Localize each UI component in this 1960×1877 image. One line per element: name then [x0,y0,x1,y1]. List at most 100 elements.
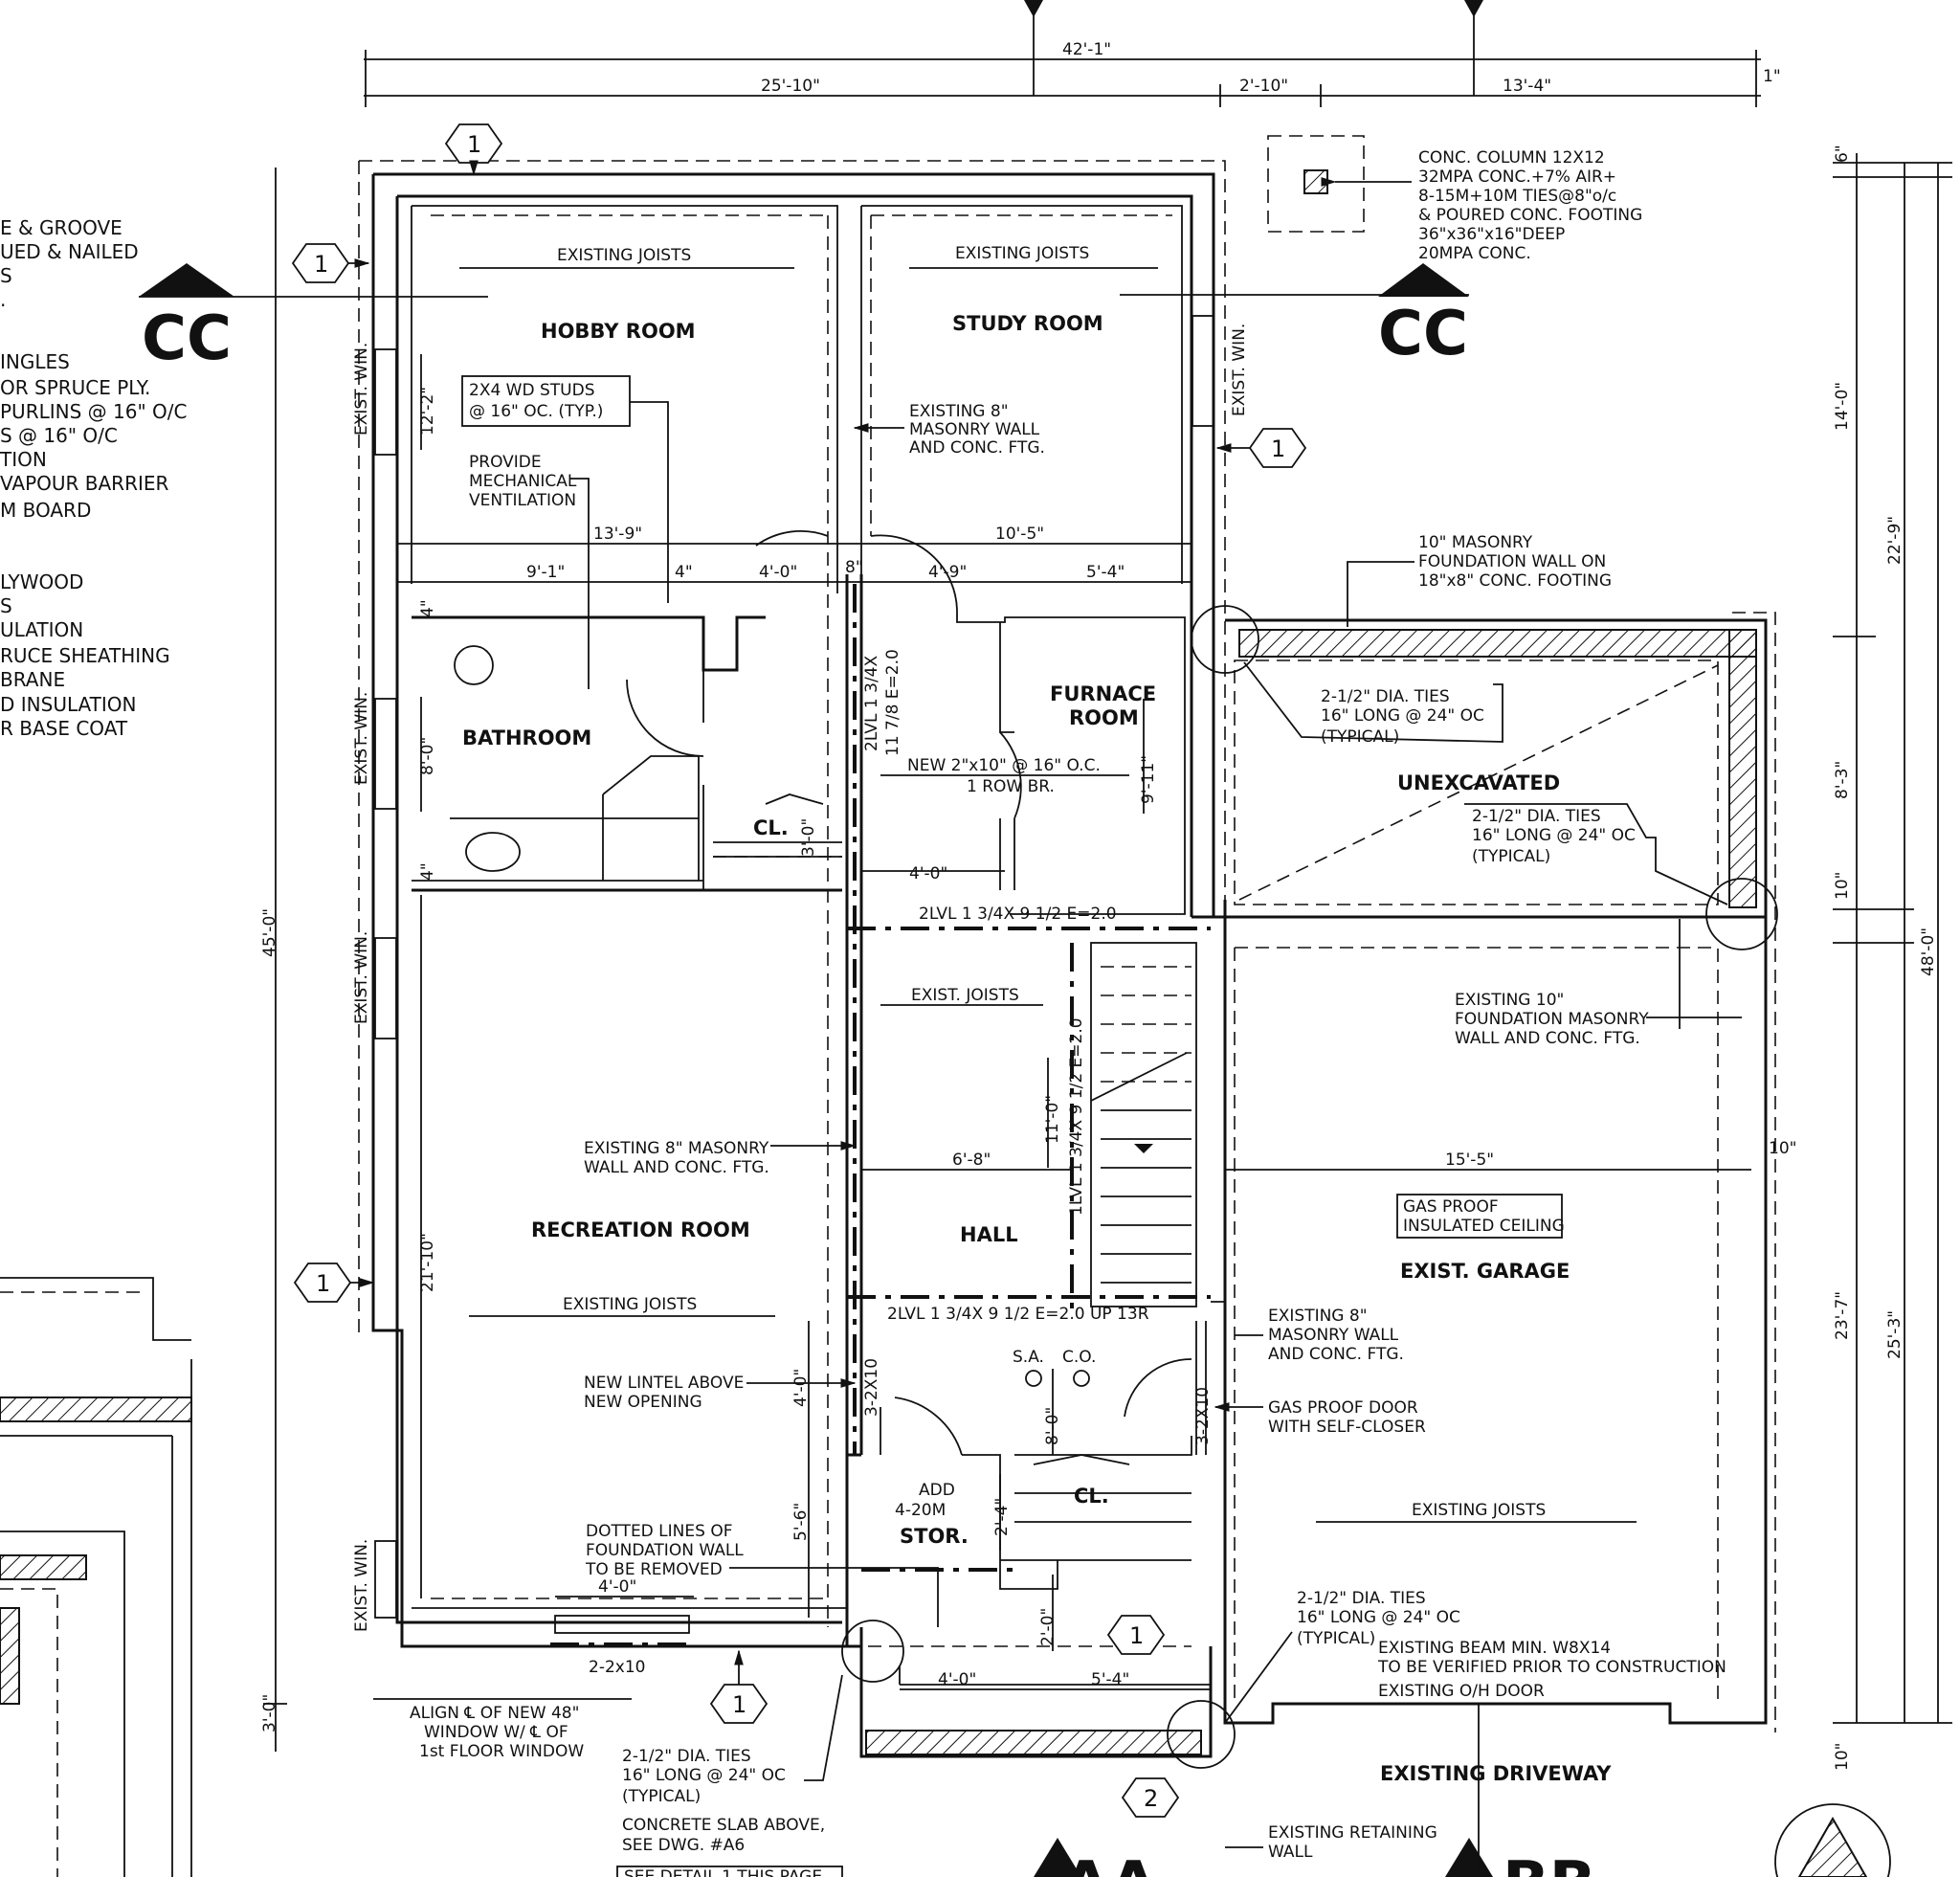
dim-label: 13'-9" [593,525,642,544]
note-text: S.A. [1013,1348,1044,1367]
section-marker-cc-left: CC [139,263,488,374]
partial-legend: E & GROOVE UED & NAILED S . INGLES OR SP… [0,216,187,740]
note-text: C.O. [1062,1348,1096,1367]
note-text: 1 ROW BR. [967,777,1055,796]
detail-tag: 2 [1121,1777,1180,1818]
tag-number: 2 [1144,1785,1158,1812]
note-text: CONCRETE SLAB ABOVE, [622,1816,825,1835]
dim-top-left: 25'-10" [761,77,820,96]
note-text: NEW 2"x10" @ 16" O.C. [907,756,1101,775]
note-text: 1st FLOOR WINDOW [419,1742,584,1761]
note-text: TO BE REMOVED [585,1560,723,1579]
legend-line: E & GROOVE [0,216,122,239]
dim-label: 4'-9" [928,563,967,582]
note-text: @ 16" OC. (TYP.) [469,402,603,421]
note-text: 32MPA CONC.+7% AIR+ [1418,168,1616,187]
note-text: (TYPICAL) [1472,847,1550,866]
note-text: 2-1/2" DIA. TIES [1297,1589,1426,1608]
note-text: 2-2x10 [589,1658,645,1677]
legend-line: RUCE SHEATHING [0,644,170,667]
interior-dimensions [263,153,1952,1752]
note-text: EXIST. WIN. [1230,324,1249,416]
note-text: 2LVL 1 3/4X 9 1/2 E=2.0 [919,905,1117,924]
dim-label: 14'-0" [1833,382,1852,431]
note-text: 2X4 WD STUDS [469,381,594,400]
room-hall: HALL [960,1223,1018,1246]
dimension-labels: 13'-9" 9'-1" 4" 4'-0" 8" 10'-5" 4'-9" 5'… [260,145,1938,1771]
section-label: CC [1378,299,1468,369]
section-label: CC [142,303,232,374]
dim-label: 8" [845,558,863,577]
dim-label: 15'-5" [1445,1151,1494,1170]
note-text: & POURED CONC. FOOTING [1418,206,1642,225]
note-text: MASONRY WALL [909,420,1040,439]
note-text: EXISTING JOISTS [955,244,1089,263]
note-text: 1LVL 1 3/4X 9 1/2 E=2.0 [1067,1017,1086,1216]
dim-label: 4'-0" [598,1577,636,1597]
legend-line: S @ 16" O/C [0,424,118,447]
note-text: 8-15M+10M TIES@8"o/c [1418,187,1616,206]
note-text: 18"x8" CONC. FOOTING [1418,571,1612,591]
note-text: (TYPICAL) [1297,1629,1375,1648]
dim-label: 4'-0" [909,864,947,883]
dim-label: 22'-9" [1885,516,1904,565]
dim-label: 3'-0" [260,1694,279,1732]
note-text: NEW LINTEL ABOVE [584,1374,744,1393]
dim-top-right: 13'-4" [1503,77,1551,96]
detail-tag: 1 [291,243,370,283]
room-furnace: ROOM [1069,706,1139,729]
detail-tag: 1 [709,1649,768,1724]
tag-number: 1 [732,1691,746,1718]
note-text: MECHANICAL [469,472,577,491]
legend-line: S [0,594,12,617]
note-text: 3-2X10 [1193,1387,1213,1445]
dim-label: 4'-0" [759,563,797,582]
dim-label: 11'-0" [1043,1095,1062,1144]
note-text: EXISTING 8" [909,402,1009,421]
dim-label: 9'-11" [1139,755,1158,804]
note-text: 16" LONG @ 24" OC [1297,1608,1460,1627]
legend-line: D INSULATION [0,693,137,716]
note-text: 20MPA CONC. [1418,244,1531,263]
legend-line: S [0,264,12,287]
dim-label: 23'-7" [1833,1291,1852,1340]
note-text: 2-1/2" DIA. TIES [1321,687,1450,706]
note-text: EXISTING JOISTS [1412,1501,1546,1520]
walls [358,160,1776,1758]
room-driveway: EXISTING DRIVEWAY [1380,1762,1612,1785]
dim-label: 10" [1833,1743,1852,1771]
note-text: NEW OPENING [584,1393,702,1412]
stair [1090,942,1197,1307]
legend-line: R BASE COAT [0,717,128,740]
note-text: SEE DWG. #A6 [622,1836,745,1855]
section-marker-bb: BB [1445,1838,1596,1877]
legend-line: INGLES [0,350,70,373]
note-text: WITH SELF-CLOSER [1268,1418,1426,1437]
note-text: EXIST. JOISTS [911,986,1019,1005]
detail-tag: 1 [1106,1615,1166,1655]
note-text: CONC. COLUMN 12X12 [1418,148,1605,168]
note-text: (TYPICAL) [1321,727,1399,747]
legend-line: BRANE [0,668,65,691]
room-unexcavated: UNEXCAVATED [1397,771,1560,794]
dim-label: 4'-0" [791,1369,811,1407]
dim-label: 5'-4" [1091,1670,1129,1689]
note-text: 16" LONG @ 24" OC [622,1766,786,1785]
note-text: 3-2X10 [862,1358,881,1417]
legend-line: ULATION [0,618,83,641]
dim-label: 5'-6" [791,1503,811,1541]
note-text: DOTTED LINES OF [586,1522,732,1541]
detail-tag: 1 [293,1263,375,1303]
tag-number: 1 [314,251,328,278]
room-bathroom: BATHROOM [462,726,591,749]
tag-number: 1 [1129,1622,1144,1649]
room-furnace: FURNACE [1050,682,1156,705]
note-text: VENTILATION [469,491,576,510]
dim-label: 48'-0" [1919,927,1938,976]
room-garage: EXIST. GARAGE [1400,1260,1570,1283]
doors [454,529,1192,1465]
note-text: EXISTING JOISTS [563,1295,697,1314]
note-text: 2LVL 1 3/4X 9 1/2 E=2.0 UP 13R [887,1305,1149,1324]
note-text: 16" LONG @ 24" OC [1321,706,1484,726]
note-text: WALL AND CONC. FTG. [584,1158,769,1177]
